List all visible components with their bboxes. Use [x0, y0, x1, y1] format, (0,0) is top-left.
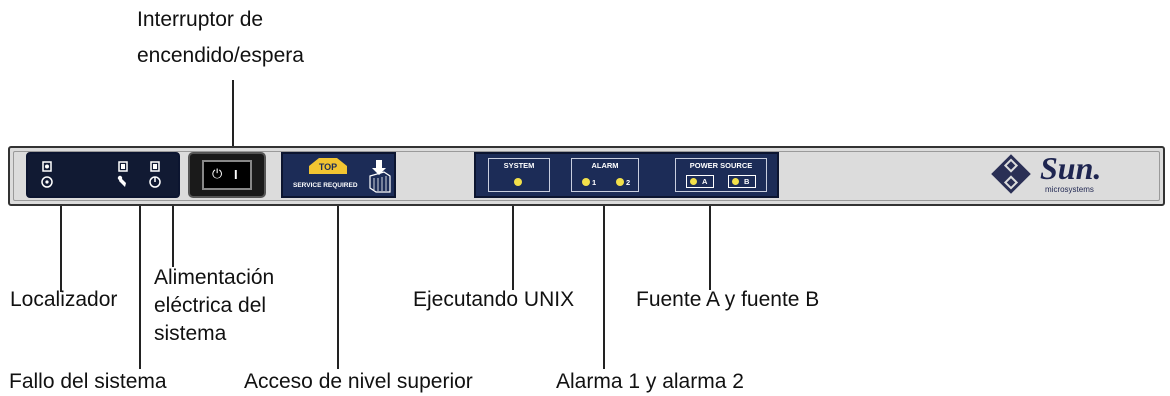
system-label: SYSTEM — [503, 161, 535, 170]
sun-brand: Sun. — [1040, 150, 1102, 186]
callout-system-power-line3: sistema — [154, 322, 227, 345]
status-led-panel — [26, 152, 180, 198]
callout-system-power-line2: eléctrica del — [154, 294, 267, 317]
power-switch-on-mark: I — [234, 167, 238, 182]
status-indicator-panel: SYSTEM ALARM 1 2 POWER SOURCE A B — [474, 152, 779, 198]
alarm-2-led — [616, 178, 624, 186]
power-source-box: POWER SOURCE A B — [675, 158, 767, 192]
sun-tagline: microsystems — [1045, 185, 1094, 194]
power-switch-button[interactable]: ⏻ I — [202, 160, 252, 190]
alarm-label: ALARM — [591, 161, 619, 170]
source-b-led — [732, 178, 739, 185]
callout-power-sources: Fuente A y fuente B — [636, 288, 820, 311]
source-b-indicator: B — [728, 175, 756, 188]
callout-alarms: Alarma 1 y alarma 2 — [556, 370, 744, 393]
top-access-panel: TOP SERVICE REQUIRED — [281, 152, 396, 198]
source-b-label: B — [744, 177, 750, 186]
source-a-led — [690, 178, 697, 185]
service-required-label: SERVICE REQUIRED — [293, 182, 358, 189]
fault-wrench-icon — [116, 161, 130, 194]
leader-system-power — [172, 201, 174, 267]
callout-power-switch: Interruptor de encendido/espera — [137, 6, 304, 70]
power-source-label: POWER SOURCE — [689, 161, 753, 170]
leader-system-fault — [139, 201, 141, 369]
callout-system-fault: Fallo del sistema — [9, 370, 167, 393]
alarm-2-label: 2 — [626, 178, 631, 187]
leader-running-unix — [512, 201, 514, 290]
sun-logo: Sun. microsystems — [988, 150, 1128, 200]
power-switch-icon: ⏻ — [212, 167, 223, 182]
callout-locator: Localizador — [10, 288, 118, 311]
callout-top-access: Acceso de nivel superior — [244, 370, 473, 393]
source-a-label: A — [702, 177, 708, 186]
leader-power-sources — [709, 201, 711, 290]
sun-logo-icon — [991, 154, 1031, 194]
callout-running-unix: Ejecutando UNIX — [413, 288, 575, 311]
leader-alarms — [603, 201, 605, 369]
running-unix-led — [514, 178, 522, 186]
leader-top-access — [337, 201, 339, 369]
system-box: SYSTEM — [488, 158, 550, 192]
power-icon — [148, 161, 162, 194]
callout-system-power: Alimentación eléctrica del sistema — [154, 264, 274, 348]
callout-system-power-line1: Alimentación — [154, 266, 275, 289]
top-badge: TOP — [309, 158, 347, 174]
callout-power-switch-line1: Interruptor de — [137, 8, 264, 31]
alarm-box: ALARM 1 2 — [571, 158, 639, 192]
leader-power-switch — [232, 80, 234, 156]
leader-locator — [60, 201, 62, 292]
alarm-1-label: 1 — [592, 178, 597, 187]
top-badge-label: TOP — [318, 162, 338, 172]
source-a-indicator: A — [686, 175, 714, 188]
callout-power-switch-line2: encendido/espera — [137, 44, 304, 67]
locator-icon[interactable] — [40, 161, 54, 194]
alarm-1-led — [582, 178, 590, 186]
service-box-icon — [366, 158, 392, 194]
power-switch-housing: ⏻ I — [188, 152, 266, 198]
